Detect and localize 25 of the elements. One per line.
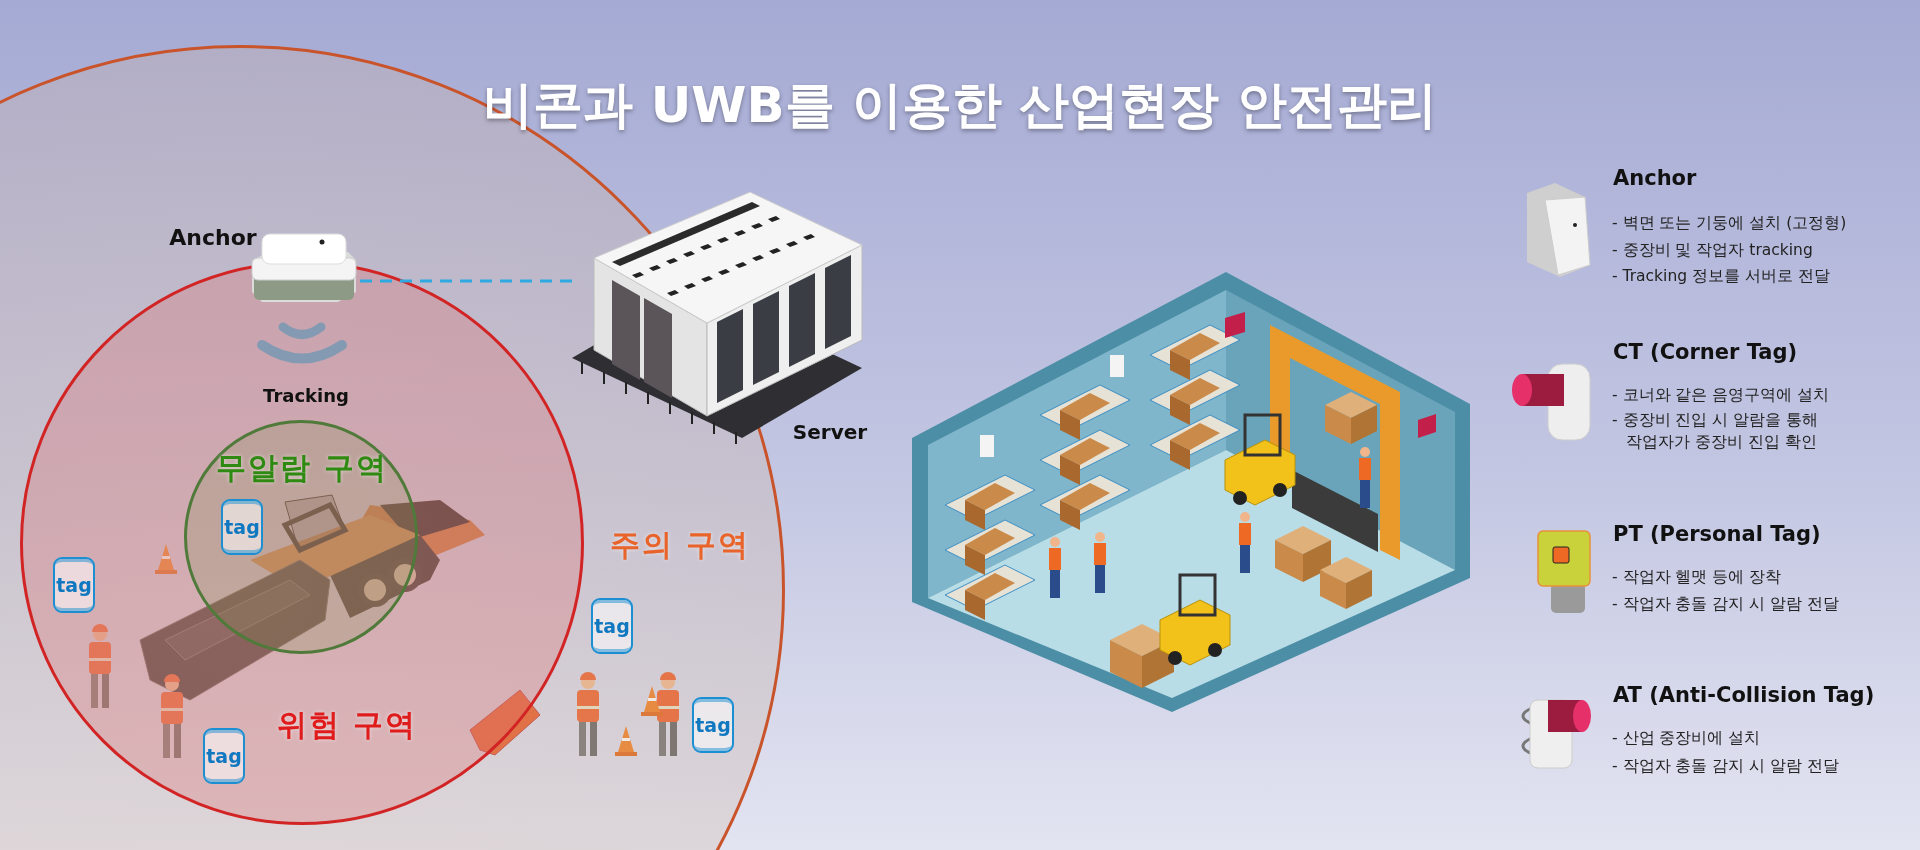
device-heading: CT (Corner Tag): [1613, 340, 1798, 364]
tag-badge: tag: [53, 557, 95, 613]
description-text: - 중장비 진입 시 알람을 통해 작업자가 중장비 진입 확인: [1612, 410, 1820, 454]
device-heading: AT (Anti-Collision Tag): [1613, 683, 1875, 707]
dashed-connector: [360, 279, 572, 283]
tag-badge: tag: [203, 728, 245, 784]
tag-badge: tag: [692, 697, 734, 753]
description-text: - 벽면 또는 기둥에 설치 (고정형): [1612, 212, 1847, 234]
signal-label: Tracking: [263, 384, 349, 406]
title: 비콘과 UWB를 이용한 산업현장 안전관리: [482, 75, 1438, 136]
description-text: - 코너와 같은 음영구역에 설치: [1612, 384, 1830, 406]
description-text: - 산업 중장비에 설치: [1612, 727, 1761, 749]
description-text: - 중장비 및 작업자 tracking: [1612, 239, 1813, 261]
device-label: Anchor: [169, 224, 257, 250]
device-heading: PT (Personal Tag): [1613, 522, 1821, 546]
description-text: - 작업자 충돌 감지 시 알람 전달: [1612, 755, 1840, 777]
tag-badge: tag: [221, 499, 263, 555]
tag-badge: tag: [591, 598, 633, 654]
description-text: - Tracking 정보를 서버로 전달: [1612, 265, 1830, 287]
description-text: - 작업자 헬맷 등에 장착: [1612, 566, 1782, 588]
zone-label: 무알람 구역: [215, 448, 389, 487]
zone-label: 주의 구역: [609, 525, 751, 564]
description-text: - 작업자 충돌 감지 시 알람 전달: [1612, 593, 1840, 615]
zone-label: 위험 구역: [276, 705, 418, 744]
device-heading: Anchor: [1613, 166, 1697, 190]
